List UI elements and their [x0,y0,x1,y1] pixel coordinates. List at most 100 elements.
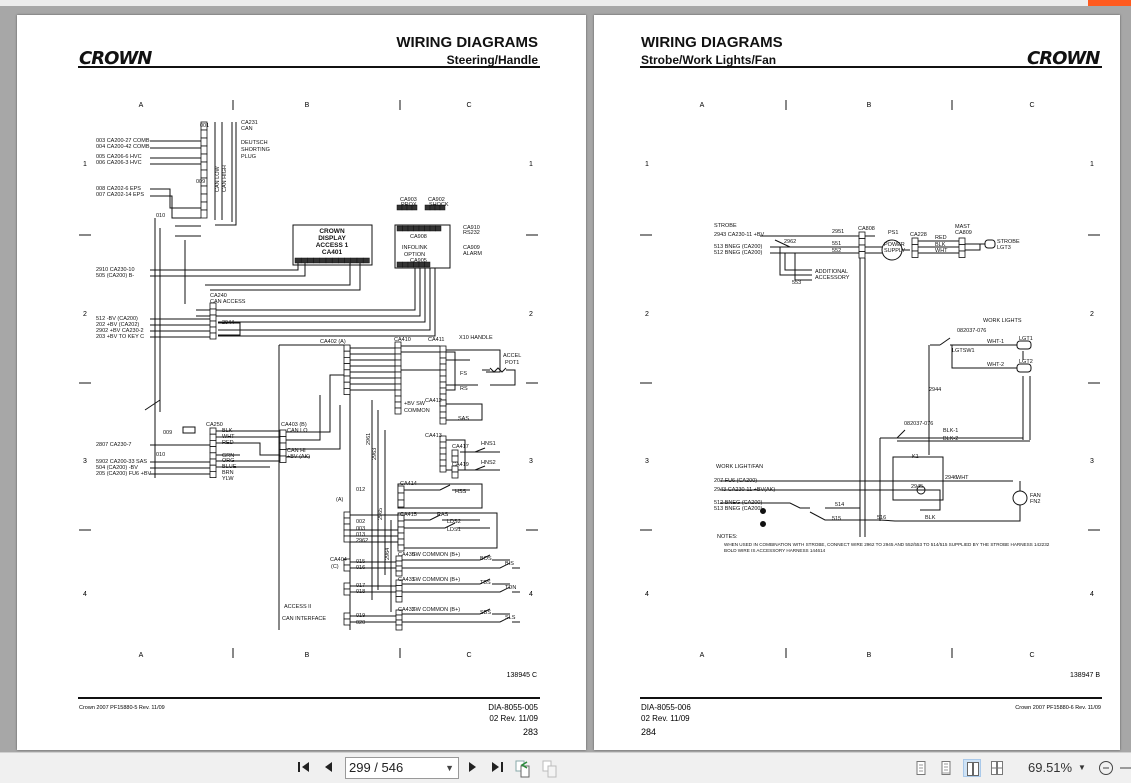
diagram-label: FAN [1030,493,1041,499]
connector-pin [394,347,402,355]
zoom-slider[interactable] [1120,760,1131,776]
go-forward-view-button[interactable] [541,760,559,778]
diagram-label: BLK-2 [943,436,958,442]
connector-pin [279,442,287,450]
footer-copyright: Crown 2007 PF15880-5 Rev. 11/09 [79,705,165,711]
wire [779,247,812,276]
strobe-lamp-symbol [984,239,996,249]
fan-symbol [1012,490,1028,506]
page-number-value: 299 / 546 [349,760,404,775]
connector-pin [209,427,217,435]
connector-pin [395,560,403,567]
diagram-label: 2944 [222,320,234,326]
grid-row-label: 2 [1090,311,1094,318]
diagram-label: BRN [222,470,234,476]
diagram-label: CA401 [322,249,343,256]
connector-pin [439,417,447,425]
diagram-label: LGT2 [1019,359,1033,365]
connector-pin [307,257,314,264]
facing-pages-view-button[interactable] [963,759,981,777]
diagram-label: NOTES: [717,534,738,540]
connector-pin [439,357,447,365]
diagram-label: CAN INTERFACE [282,616,326,622]
connector-pin [451,455,459,463]
diagram-label: LGT3 [997,245,1011,251]
wire [401,351,456,391]
continuous-page-icon [941,761,951,775]
connector-pin [343,344,351,352]
diagram-label: WHT [956,475,969,481]
diagram-label: 005 CA206-6 HVC [96,154,142,160]
wire [218,268,431,331]
crown-logo: CROWN [1027,48,1101,69]
diagram-label: 082037-076 [904,421,933,427]
first-page-button[interactable] [296,760,312,776]
diagram-label: 515 [832,516,841,522]
connector-pin [395,596,403,603]
next-page-button[interactable] [466,760,480,776]
connector-pin [394,365,402,373]
grid-row-label: 3 [83,458,87,465]
page-number-input[interactable]: 299 / 546 ▼ [345,757,459,779]
wire [880,429,906,439]
diagram-label: 010 [156,213,165,219]
diagram-label: FN2 [1030,499,1040,505]
diagram-label: CA903 [400,197,417,203]
connector-pin [911,237,919,245]
diagram-label: 082037-076 [957,328,986,334]
diagram-number: 138947 B [1070,672,1100,679]
connector-pin [439,369,447,377]
continuous-facing-view-button[interactable] [988,759,1006,777]
diagram-label: CA228 [910,232,927,238]
connector-pin [209,433,217,441]
svg-text:CROWN: CROWN [1027,48,1100,69]
connector-pin [209,326,217,334]
diagram-label: CA908 [410,234,427,240]
connector-pin [343,375,351,383]
diagram-label: CA414 [400,481,417,487]
diagram-label: COMMON [404,408,430,414]
page-number: 284 [641,727,656,737]
diagram-label: CA410 [394,337,411,343]
last-page-button[interactable] [489,760,505,776]
grid-column-label: B [867,652,872,659]
diagram-label: SAS [458,416,469,422]
wire [446,403,483,421]
wire [397,483,483,509]
wire [286,395,321,441]
grid-row-label: 4 [83,591,87,598]
single-page-icon [916,761,926,775]
connector-pin [200,161,208,171]
grid-row-label: 3 [645,458,649,465]
zoom-out-button[interactable] [1097,760,1115,776]
connector-pin [343,588,351,596]
diagram-label: OPTION [404,252,425,258]
diagram-label: 2943 CA230-11 +BV(AK) [714,487,775,493]
diagram-label: SUPPLY [884,248,906,254]
zoom-dropdown-icon[interactable]: ▼ [1078,763,1086,772]
diagram-label: BLK-1 [943,428,958,434]
zoom-level[interactable]: 69.51% [1028,760,1073,775]
page-dropdown-icon[interactable]: ▼ [445,763,454,773]
connector-pin [394,401,402,409]
connector-pin [911,244,919,252]
diagram-label: BLUE [222,464,237,470]
grid-row-label: 1 [529,161,533,168]
header-rule [78,66,540,68]
continuous-view-button[interactable] [937,759,955,777]
previous-page-button[interactable] [321,760,335,776]
wire [965,244,981,251]
diagram-label: SHORTING [241,147,270,153]
diagram-label: CA404 [330,557,347,563]
connector-pin [439,447,447,455]
diagram-label: 004 CA200-42 COMB [96,144,150,150]
connector-pin [396,261,403,268]
connector-pin [958,237,966,245]
single-page-view-button[interactable] [912,759,930,777]
connector-pin [395,624,403,631]
diagram-label: CA413 [425,433,442,439]
grid-row-label: 3 [529,458,533,465]
connector-pin [200,185,208,195]
diagram-label: DISPLAY [318,235,346,242]
go-back-view-button[interactable] [514,760,532,778]
